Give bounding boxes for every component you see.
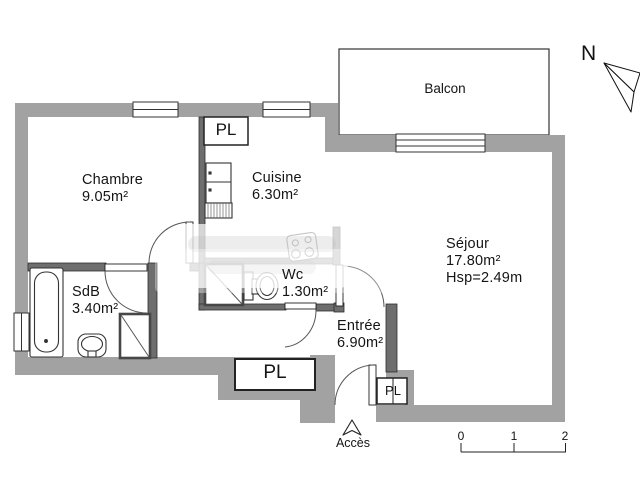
room-label-sejour: Séjour 17.80m² Hsp=2.49m (446, 236, 522, 287)
room-name: Wc (282, 267, 304, 283)
wall-left (15, 103, 28, 375)
door-leaf-entrance (368, 364, 377, 406)
wall-bottom-low-step (300, 400, 335, 423)
wall-bottom-sdb (15, 357, 218, 375)
closet-label-bottom: PL (263, 362, 287, 383)
fridge-handle-2 (208, 188, 212, 192)
room-name: Entrée (337, 318, 381, 334)
exterior-walls (15, 103, 565, 423)
fridge (205, 162, 232, 204)
watermark-shape (188, 236, 336, 252)
door-arc-chambre (148, 221, 191, 264)
windows (13, 101, 486, 352)
room-label-chambre: Chambre 9.05m² (82, 172, 143, 206)
watermark (176, 224, 348, 288)
room-area: 1.30m² (282, 284, 329, 300)
room-label-sdb: SdB 3.40m² (72, 284, 118, 318)
closet-kitchen-box (203, 116, 249, 146)
door-arc-sejour (342, 265, 385, 308)
room-area: 17.80m² (446, 253, 501, 269)
watermark-band (155, 249, 405, 293)
room-label-entree: Entrée 6.90m² (337, 318, 383, 352)
fridge-handle-1 (208, 171, 212, 175)
door-arc-wc (284, 309, 317, 348)
sink-tap (87, 350, 97, 358)
bathtub-drain (44, 339, 48, 343)
door-arc-entrance (334, 364, 374, 406)
closet-label-entry: PL (385, 383, 401, 398)
door-leaf-wc (284, 302, 317, 310)
room-ceiling-height: Hsp=2.49m (446, 270, 523, 286)
closet-bottom-box (234, 358, 316, 391)
wall-corridor-sdb (147, 262, 158, 359)
wall-right (552, 135, 565, 422)
wall-jog-vert (405, 376, 414, 407)
door-leaf-sdb (104, 263, 148, 272)
access-arrow-icon (342, 419, 362, 436)
counter-hatched (204, 202, 233, 219)
wall-entree-sejour (385, 303, 398, 373)
scale-label-1: 1 (510, 429, 518, 443)
room-area: 6.90m² (337, 335, 384, 351)
bathtub-inner (33, 271, 60, 353)
window-sejour (395, 133, 486, 153)
room-name: Séjour (446, 236, 490, 252)
door-arc-sdb (104, 270, 148, 314)
access-label: Accès (335, 436, 371, 450)
room-area: 3.40m² (72, 301, 119, 317)
room-area: 9.05m² (82, 189, 129, 205)
counter-hatch-lines (207, 203, 230, 218)
closet-label-kitchen: PL (215, 120, 237, 139)
room-label-wc: Wc 1.30m² (282, 267, 328, 301)
north-arrow (603, 62, 640, 113)
room-name: Cuisine (252, 170, 302, 186)
watermark-shape (208, 260, 316, 274)
room-name: Chambre (82, 172, 144, 188)
balcony-outline (338, 48, 550, 136)
room-label-balcon: Balcon (424, 81, 466, 96)
north-arrow-lower (603, 62, 635, 113)
wall-jog (386, 370, 414, 378)
north-label: N (581, 42, 597, 65)
room-area: 6.30m² (252, 187, 299, 203)
scale-label-0: 0 (457, 429, 465, 443)
shaft-sdb-diagonal (120, 314, 150, 358)
room-label-cuisine: Cuisine 6.30m² (252, 170, 302, 204)
scale-bar (460, 443, 566, 453)
door-arcs (104, 221, 385, 406)
sink-basin (80, 335, 104, 353)
wall-bottom-sejour (376, 405, 565, 422)
closet-entry-box (376, 377, 408, 405)
bathroom-fixtures (29, 267, 107, 358)
room-name: SdB (72, 284, 101, 300)
scale-label-2: 2 (561, 429, 569, 443)
